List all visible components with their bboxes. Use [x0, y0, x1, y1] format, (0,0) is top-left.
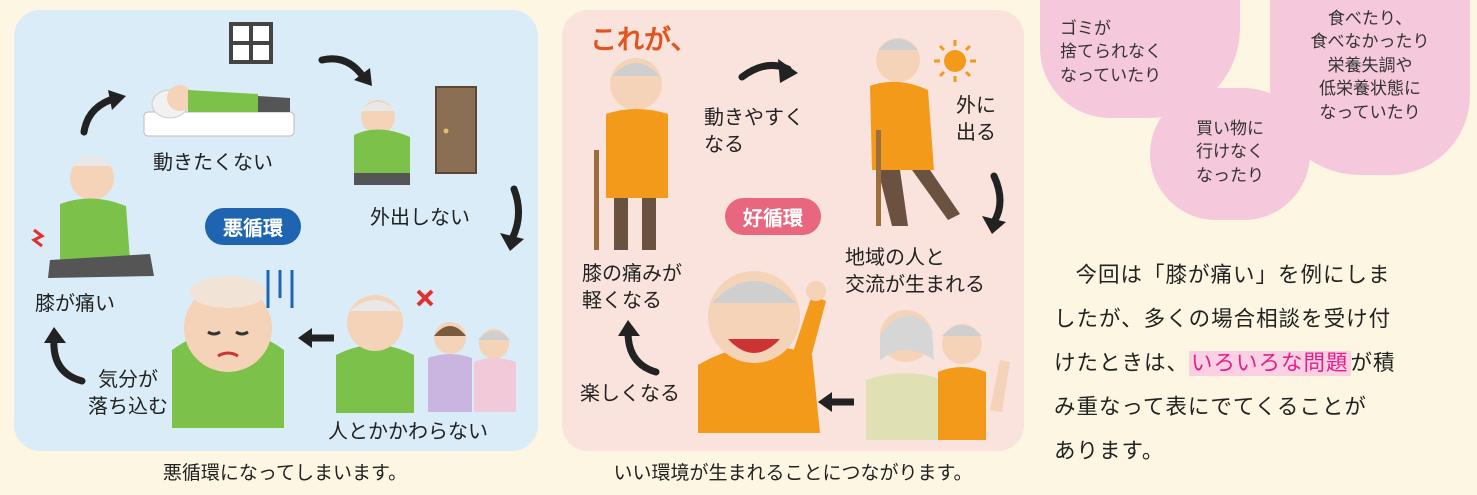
- bubble-eating-line: 栄養失調や: [1327, 55, 1413, 76]
- paragraph-line: 今回は「膝が痛い」を例にしま: [1075, 263, 1391, 288]
- label-doesnt-go-out: 外出しない: [370, 205, 470, 229]
- bubble-trash-line: 捨てられなく: [1060, 42, 1162, 63]
- happy-man-illustration: [698, 271, 826, 433]
- women-talking-illustration: [428, 322, 516, 412]
- cross-mark-icon: [416, 289, 434, 307]
- label-easy-move: 動きやすく なる: [704, 104, 804, 158]
- sun-icon: [934, 40, 976, 82]
- arrow-icon: [618, 320, 660, 376]
- good-cycle-badge: 好循環: [725, 198, 821, 235]
- label-community-line1: 地域の人と: [845, 245, 945, 269]
- window-icon: [229, 22, 273, 64]
- bubble-eating-line: 食べたり、: [1327, 9, 1413, 29]
- paragraph-line: けたときは、いろいろな問題が積: [1054, 342, 1464, 386]
- paragraph-line: み重なって表にでてくることが: [1054, 395, 1367, 421]
- arrow-icon: [80, 90, 126, 136]
- arrow-icon: [818, 392, 854, 412]
- bad-cycle-caption: 悪循環になってしまいます。: [162, 462, 408, 484]
- good-cycle-caption: いい環境が生まれることにつながります。: [613, 462, 973, 484]
- walking-man-illustration: [870, 38, 960, 226]
- isolated-man-illustration: [336, 295, 414, 413]
- label-feel-down: 気分が 落ち込む: [88, 366, 168, 420]
- paragraph-text: が積: [1350, 351, 1396, 377]
- label-pain-less: 膝の痛みが 軽くなる: [582, 260, 682, 314]
- arrow-icon: [738, 59, 798, 83]
- bubble-eating-line: 食べなかったり: [1310, 32, 1430, 53]
- label-go-out-line2: 出る: [956, 120, 996, 144]
- bubble-shopping-line: 行けなく: [1196, 142, 1264, 163]
- arrow-icon: [318, 55, 372, 86]
- door-icon: [435, 86, 477, 174]
- explanation-paragraph: 今回は「膝が痛い」を例にしま したが、多くの場合相談を受け付 けたときは、いろい…: [1054, 254, 1464, 474]
- neighbors-illustration: [866, 310, 1010, 440]
- knee-pain-man-illustration: [31, 155, 154, 278]
- arrow-icon: [298, 328, 334, 348]
- bubble-shopping: [1150, 88, 1310, 220]
- bubble-trash-line: なっていたり: [1060, 65, 1162, 86]
- label-no-interaction: 人とかかわらない: [328, 419, 488, 443]
- label-knee-pain: 膝が痛い: [35, 291, 115, 315]
- label-community-line2: 交流が生まれる: [845, 272, 985, 296]
- label-go-out: 外に 出る: [956, 92, 996, 146]
- label-doesnt-want-move: 動きたくない: [153, 150, 273, 174]
- bad-cycle-badge: 悪循環: [205, 208, 301, 245]
- arrow-icon: [44, 327, 86, 385]
- label-fun: 楽しくなる: [580, 381, 680, 405]
- bubble-trash-line: ゴミが: [1060, 19, 1111, 39]
- label-easy-move-line1: 動きやすく: [704, 105, 804, 129]
- highlight-text: いろいろな問題: [1189, 351, 1351, 377]
- paragraph-line: したが、多くの場合相談を受け付: [1054, 307, 1392, 333]
- label-easy-move-line2: なる: [704, 132, 744, 156]
- label-go-out-line1: 外に: [956, 93, 996, 117]
- label-feel-down-line2: 落ち込む: [88, 394, 168, 418]
- bubble-eating-line: 低栄養状態に: [1319, 79, 1421, 100]
- bubble-eating-text: 食べたり、 食べなかったり 栄養失調や 低栄養状態に なっていたり: [1290, 8, 1450, 125]
- good-cycle-title: これが、: [590, 25, 698, 56]
- lying-man-illustration: [143, 85, 295, 137]
- label-pain-less-line1: 膝の痛みが: [582, 261, 682, 285]
- bubble-eating-line: なっていたり: [1319, 102, 1421, 123]
- paragraph-text: けたときは、: [1054, 351, 1190, 377]
- paragraph-line: あります。: [1054, 439, 1165, 465]
- arrow-icon: [500, 185, 524, 251]
- label-feel-down-line1: 気分が: [98, 367, 158, 391]
- bubble-shopping-line: なったり: [1196, 165, 1264, 186]
- depressed-man-illustration: [172, 276, 284, 428]
- standing-man-illustration: [594, 58, 668, 250]
- bubble-shopping-text: 買い物に 行けなく なったり: [1170, 118, 1290, 188]
- gloom-lines-icon: [266, 270, 294, 308]
- label-community: 地域の人と 交流が生まれる: [845, 244, 985, 298]
- bubble-trash-text: ゴミが 捨てられなく なっていたり: [1060, 18, 1162, 88]
- bubble-shopping-line: 買い物に: [1196, 119, 1264, 139]
- arrow-icon: [982, 172, 1006, 234]
- crouching-man-illustration: [354, 100, 410, 185]
- label-pain-less-line2: 軽くなる: [582, 288, 662, 312]
